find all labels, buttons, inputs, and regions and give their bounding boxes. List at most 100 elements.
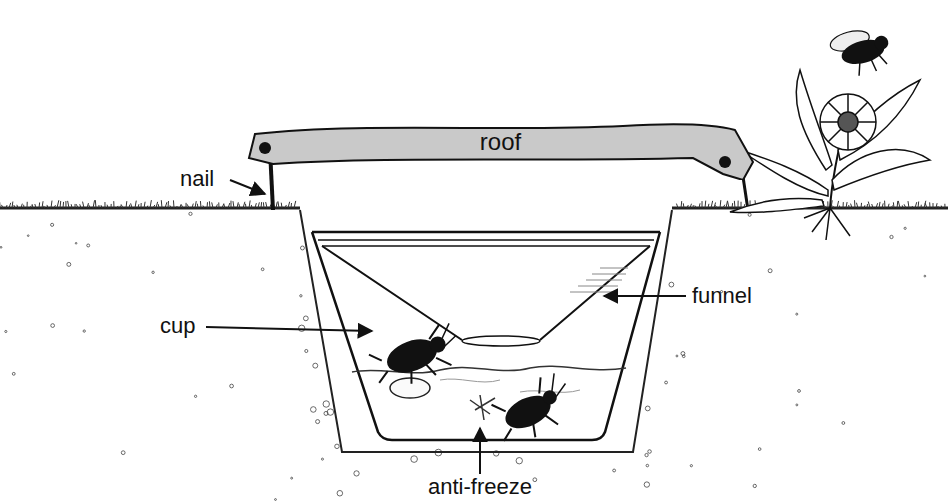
grass-blade	[51, 201, 52, 208]
gravel	[613, 469, 616, 472]
grass-blade	[705, 201, 707, 208]
gravel	[303, 316, 308, 321]
grass-blade	[150, 200, 151, 208]
grass-blade	[21, 204, 22, 208]
grass-blade	[291, 203, 293, 208]
grass-blade	[854, 200, 855, 208]
grass-blade	[207, 202, 209, 208]
grass-blade	[715, 205, 717, 208]
soil-texture	[0, 212, 926, 500]
grass-blade	[187, 204, 189, 208]
grass-blade	[898, 201, 900, 208]
grass-blade	[278, 201, 279, 208]
grass-blade	[734, 201, 736, 208]
gravel	[533, 478, 537, 482]
grass-blade	[195, 201, 196, 208]
grass-blade	[867, 204, 868, 208]
gravel	[798, 390, 801, 393]
grass-blade	[230, 201, 231, 208]
grass-blade	[843, 202, 844, 208]
gravel	[796, 404, 798, 406]
grass-blade	[121, 204, 123, 208]
grass-blade	[138, 204, 140, 208]
grass-blade	[32, 204, 34, 208]
grass-blade	[837, 201, 839, 208]
grass-blade	[95, 200, 97, 208]
gravel	[300, 246, 304, 250]
grass-blade	[929, 202, 930, 208]
grass-blade	[856, 203, 858, 208]
grass-blade	[681, 201, 683, 208]
gravel	[51, 223, 54, 226]
grass-blade	[131, 203, 132, 208]
roof-board: roof	[243, 118, 758, 180]
gravel	[87, 244, 90, 247]
part-label: cup	[160, 313, 204, 339]
grass-blade	[251, 205, 253, 208]
nail-head	[259, 142, 271, 154]
leader-arrow	[206, 327, 372, 331]
grass-blade	[266, 202, 267, 208]
grass-blade	[918, 201, 920, 208]
grass-blade	[173, 200, 175, 208]
gravel	[753, 484, 756, 487]
grass-blade	[864, 205, 866, 208]
grass-blade	[14, 205, 15, 208]
grass-blade	[27, 202, 28, 208]
grass-blade	[209, 201, 211, 208]
grass-blade	[218, 202, 219, 208]
gravel	[194, 395, 196, 397]
grass-blade	[904, 204, 906, 208]
grass-blade	[65, 201, 66, 208]
part-label: anti-freeze	[400, 474, 560, 500]
gravel	[291, 477, 293, 479]
gravel	[316, 420, 320, 424]
grass-blade	[732, 203, 734, 208]
grass-blade	[93, 200, 95, 208]
part-label: funnel	[692, 283, 762, 309]
gravel	[323, 401, 329, 407]
grass-blade	[158, 204, 160, 208]
grass-blade	[255, 203, 256, 208]
grass-blade	[176, 206, 177, 208]
grass-blade	[938, 206, 939, 208]
grass-blade	[228, 203, 230, 208]
part-label: nail	[180, 166, 230, 192]
grass-blade	[23, 205, 24, 208]
grass-blade	[676, 204, 678, 208]
grass-blade	[212, 202, 213, 208]
grass-blade	[43, 206, 45, 208]
grass-blade	[80, 204, 81, 208]
grass-blade	[285, 205, 286, 208]
grass-blade	[281, 203, 283, 208]
grass-blade	[111, 204, 112, 208]
liquid-ripples	[440, 379, 580, 392]
grass-blade	[17, 205, 18, 208]
grass-blade	[216, 204, 217, 208]
grass-blade	[237, 202, 238, 208]
grass-blade	[239, 204, 240, 208]
grass-blade	[54, 205, 56, 208]
grass-blade	[861, 203, 863, 208]
gravel	[516, 458, 522, 464]
larva	[390, 378, 430, 398]
funnel-opening	[462, 336, 540, 346]
gravel	[305, 349, 308, 352]
grass-blade	[200, 201, 202, 208]
grass-blade	[261, 202, 263, 208]
gravel	[0, 246, 2, 248]
gravel	[842, 422, 845, 425]
grass-blade	[925, 203, 927, 208]
grass-blade	[153, 205, 155, 208]
gravel	[12, 372, 15, 375]
grass-blade	[687, 205, 688, 208]
grass-blade	[107, 205, 109, 208]
gravel	[189, 212, 192, 215]
grass-blade	[702, 201, 703, 208]
leader-arrow	[479, 428, 481, 474]
leader-arrow	[230, 180, 265, 194]
grass-blade	[723, 205, 725, 208]
